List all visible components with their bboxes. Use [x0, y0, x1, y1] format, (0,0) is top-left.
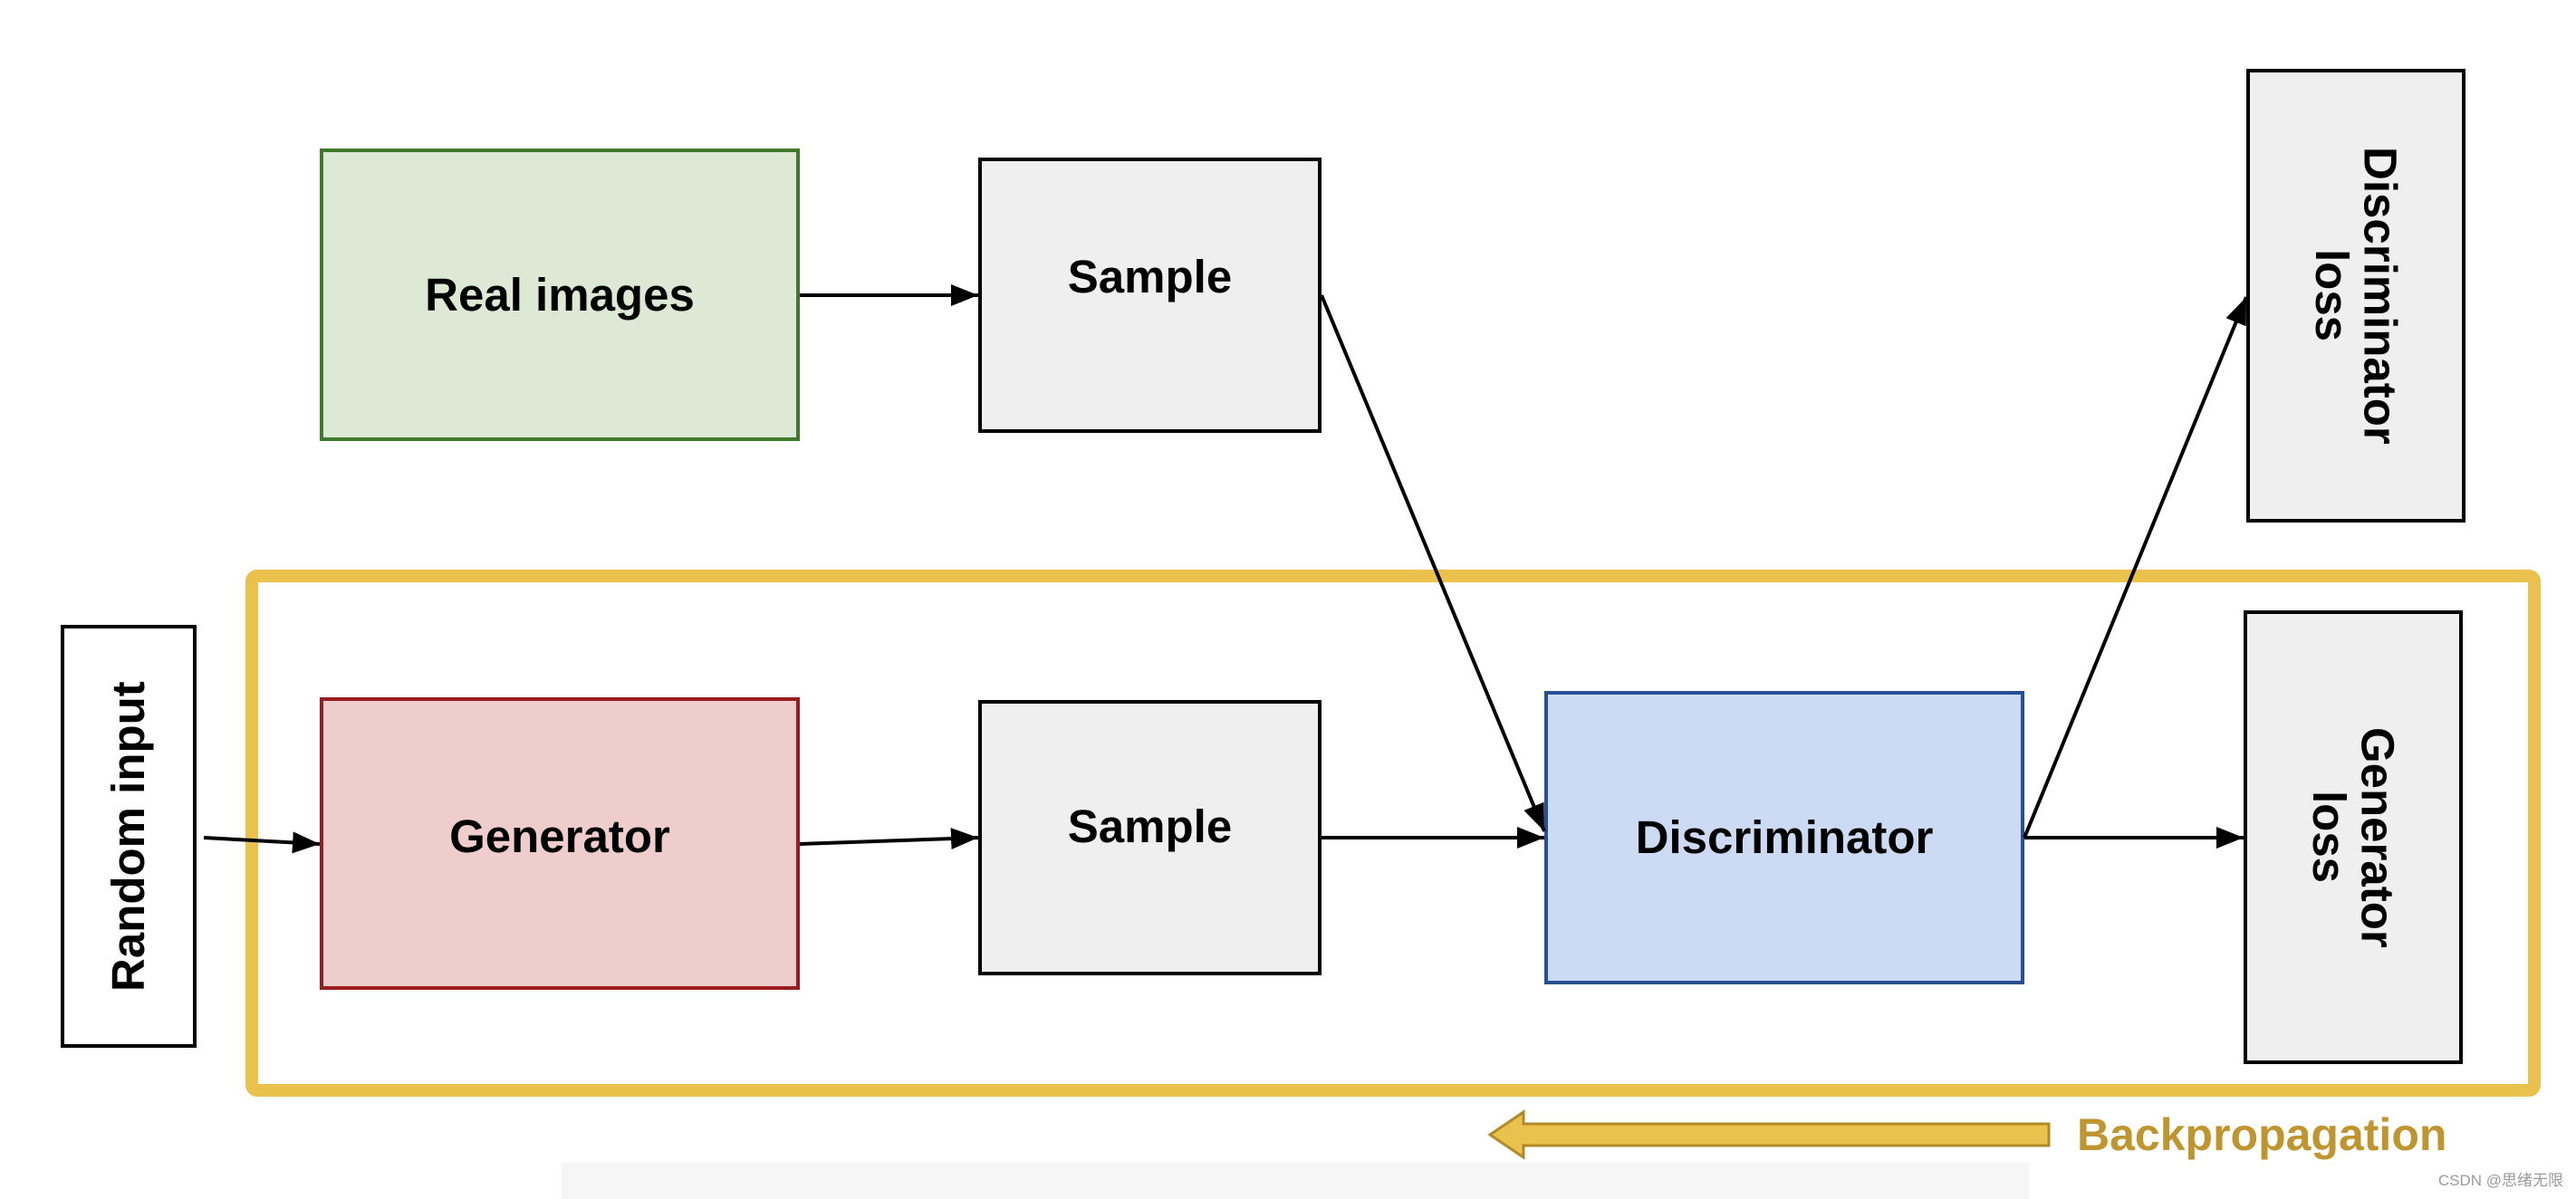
backpropagation-arrow: [1487, 1109, 2051, 1160]
generator-label: Generator: [449, 810, 670, 862]
generator-loss-label: Generator loss: [2303, 726, 2404, 948]
arrow-sample-to-discriminator: [1320, 294, 1546, 832]
discriminator-label: Discriminator: [1635, 811, 1934, 864]
real-images-box: [320, 149, 800, 441]
random-input-box: [61, 625, 197, 1048]
generator-loss-box: [2244, 610, 2463, 1064]
sample-bottom-box: [978, 700, 1322, 975]
arrow-generator-to-sample: [799, 828, 979, 850]
discriminator-box: [1544, 691, 2024, 984]
sample-top-label: Sample: [1067, 251, 1233, 303]
random-input-label: Random input: [102, 681, 155, 992]
backpropagation-label: Backpropagation: [2077, 1109, 2447, 1160]
generator-box: [320, 697, 800, 990]
discriminator-loss-label: Discriminator loss: [2306, 147, 2407, 445]
footer-shadow: [562, 1163, 2029, 1199]
arrow-random-input-to-generator: [203, 831, 321, 854]
real-images-label: Real images: [425, 268, 695, 321]
discriminator-loss-box: [2246, 69, 2465, 523]
sample-top-box: [978, 158, 1322, 433]
sample-bottom-label: Sample: [1067, 801, 1233, 853]
arrow-discriminator-to-discriminator-loss: [2023, 296, 2248, 839]
watermark: CSDN @思绪无限: [2437, 1172, 2563, 1189]
generator-training-frame: [245, 570, 2541, 1097]
